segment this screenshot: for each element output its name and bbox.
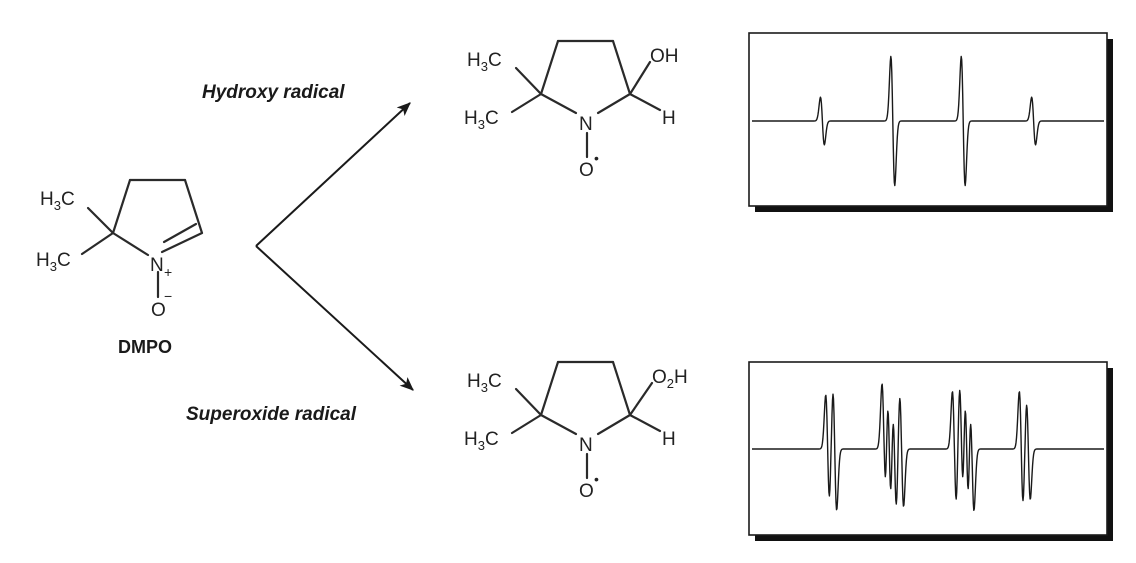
oh-bond	[628, 60, 652, 96]
methyl-label-bottom: H3C	[36, 250, 71, 274]
methyl-bond	[510, 92, 543, 114]
bond	[111, 178, 132, 235]
h-bond	[628, 92, 662, 112]
superoxide-esr-spectrum	[748, 361, 1113, 541]
arrow-to-hydroxy-adduct	[255, 102, 411, 247]
dmpo-structure: H3C H3C N + O − DMPO	[36, 178, 204, 357]
double-bond-inner	[162, 222, 198, 244]
radical-dot: •	[594, 471, 599, 487]
dmpo-name: DMPO	[118, 337, 172, 357]
bond	[539, 413, 578, 436]
esr-trace	[751, 55, 1105, 187]
superoxide-radical-label: Superoxide radical	[186, 404, 357, 425]
methyl-bond	[80, 231, 115, 256]
h-bond	[628, 413, 662, 433]
bond	[539, 92, 578, 115]
nitrogen-atom: N	[579, 435, 593, 456]
oxygen-atom: O	[579, 481, 594, 502]
superoxide-adduct-structure: H3C H3C O2H H N O •	[464, 360, 688, 502]
hydroperoxyl-group: O2H	[652, 367, 688, 391]
methyl-label-top: H3C	[467, 50, 502, 74]
nitrogen-charge: +	[164, 264, 172, 280]
oxygen-atom: O	[579, 160, 594, 181]
methyl-label-top: H3C	[40, 189, 75, 213]
spectrum-frame	[748, 32, 1108, 207]
bond	[539, 39, 560, 96]
bond	[111, 231, 150, 257]
methyl-bond	[510, 413, 543, 435]
methyl-label-bottom: H3C	[464, 429, 499, 453]
methyl-bond	[514, 387, 543, 417]
arrow-to-superoxide-adduct	[255, 245, 414, 391]
methyl-label-top: H3C	[467, 371, 502, 395]
bond	[611, 360, 632, 417]
bond	[539, 360, 560, 417]
methyl-label-bottom: H3C	[464, 108, 499, 132]
bond	[183, 178, 204, 235]
hydroxy-radical-label: Hydroxy radical	[202, 82, 345, 103]
nitrogen-atom: N	[579, 114, 593, 135]
bond	[596, 92, 632, 115]
hydrogen-atom: H	[662, 108, 676, 129]
hydroxy-esr-spectrum	[748, 32, 1113, 212]
bond	[611, 39, 632, 96]
esr-trace	[751, 383, 1105, 511]
reaction-arrows: Hydroxy radical Superoxide radical	[186, 82, 414, 425]
hydroxy-adduct-structure: H3C H3C OH H N O •	[464, 39, 679, 181]
oxygen-charge: −	[164, 288, 172, 304]
o2h-bond	[628, 381, 654, 417]
hydroxyl-group: OH	[650, 46, 679, 67]
double-bond	[160, 231, 204, 254]
oxygen-atom: O	[151, 300, 166, 321]
methyl-bond	[514, 66, 543, 96]
nitrogen-atom: N	[150, 255, 164, 276]
radical-dot: •	[594, 150, 599, 166]
methyl-bond	[86, 206, 115, 235]
hydrogen-atom: H	[662, 429, 676, 450]
bond	[596, 413, 632, 436]
